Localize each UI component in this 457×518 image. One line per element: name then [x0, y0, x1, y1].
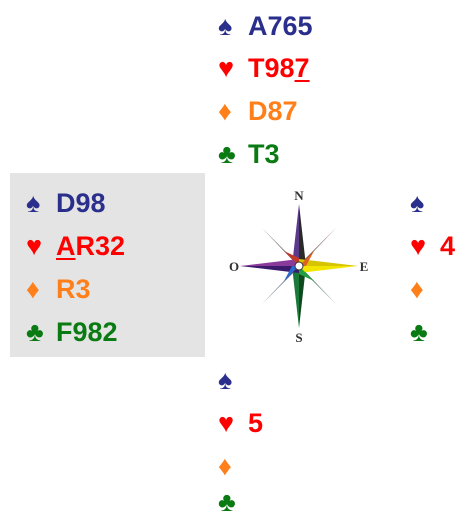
- west-hearts-row: ♥AR32: [26, 230, 125, 262]
- west-spades-cards: D98: [56, 188, 106, 218]
- east-hearts-row: ♥4: [410, 230, 455, 262]
- west-clubs-cards: F982: [56, 317, 118, 347]
- diamond-icon: ♦: [410, 273, 440, 305]
- east-hand: ♠ ♥4 ♦ ♣: [410, 187, 457, 347]
- north-hearts-row: ♥T987: [218, 52, 310, 84]
- club-icon: ♣: [26, 316, 56, 348]
- south-hearts-row: ♥5: [218, 407, 263, 439]
- west-diamonds-row: ♦R3: [26, 273, 91, 305]
- west-hearts-cards: R32: [76, 231, 126, 261]
- compass-star-icon: [240, 204, 358, 328]
- east-diamonds-row: ♦: [410, 273, 440, 305]
- compass-north-label: N: [294, 188, 304, 203]
- compass-south-label: S: [295, 330, 302, 345]
- east-spades-row: ♠: [410, 187, 440, 219]
- compass-west-label: O: [229, 259, 239, 274]
- north-diamonds-cards: D87: [248, 96, 298, 126]
- north-diamonds-row: ♦D87: [218, 95, 298, 127]
- south-spades-row: ♠: [218, 364, 248, 396]
- compass-rose: N S E O: [224, 186, 374, 346]
- west-hand: ♠D98 ♥AR32 ♦R3 ♣F982: [26, 187, 201, 347]
- north-hearts-cards: T98: [248, 53, 295, 83]
- west-diamonds-cards: R3: [56, 274, 91, 304]
- south-hearts-cards: 5: [248, 408, 263, 438]
- club-icon: ♣: [410, 316, 440, 348]
- east-hearts-cards: 4: [440, 231, 455, 261]
- south-hand: ♠ ♥5 ♦ ♣: [218, 364, 338, 518]
- north-spades-cards: A765: [248, 11, 313, 41]
- spade-icon: ♠: [218, 10, 248, 42]
- west-clubs-row: ♣F982: [26, 316, 118, 348]
- club-icon: ♣: [218, 138, 248, 170]
- heart-icon: ♥: [410, 230, 440, 262]
- spade-icon: ♠: [26, 187, 56, 219]
- north-hearts-underlined-card: 7: [295, 53, 310, 83]
- spade-icon: ♠: [410, 187, 440, 219]
- club-icon: ♣: [218, 486, 248, 518]
- heart-icon: ♥: [26, 230, 56, 262]
- heart-icon: ♥: [218, 52, 248, 84]
- east-clubs-row: ♣: [410, 316, 440, 348]
- diamond-icon: ♦: [26, 273, 56, 305]
- north-spades-row: ♠A765: [218, 10, 313, 42]
- heart-icon: ♥: [218, 407, 248, 439]
- south-diamonds-row: ♦: [218, 450, 248, 482]
- north-clubs-cards: T3: [248, 139, 280, 169]
- south-clubs-row: ♣: [218, 486, 248, 518]
- west-hearts-underlined-card: A: [56, 231, 76, 261]
- compass-east-label: E: [360, 259, 369, 274]
- diamond-icon: ♦: [218, 450, 248, 482]
- west-spades-row: ♠D98: [26, 187, 106, 219]
- north-hand: ♠A765 ♥T987 ♦D87 ♣T3: [218, 10, 418, 170]
- north-clubs-row: ♣T3: [218, 138, 280, 170]
- spade-icon: ♠: [218, 364, 248, 396]
- diamond-icon: ♦: [218, 95, 248, 127]
